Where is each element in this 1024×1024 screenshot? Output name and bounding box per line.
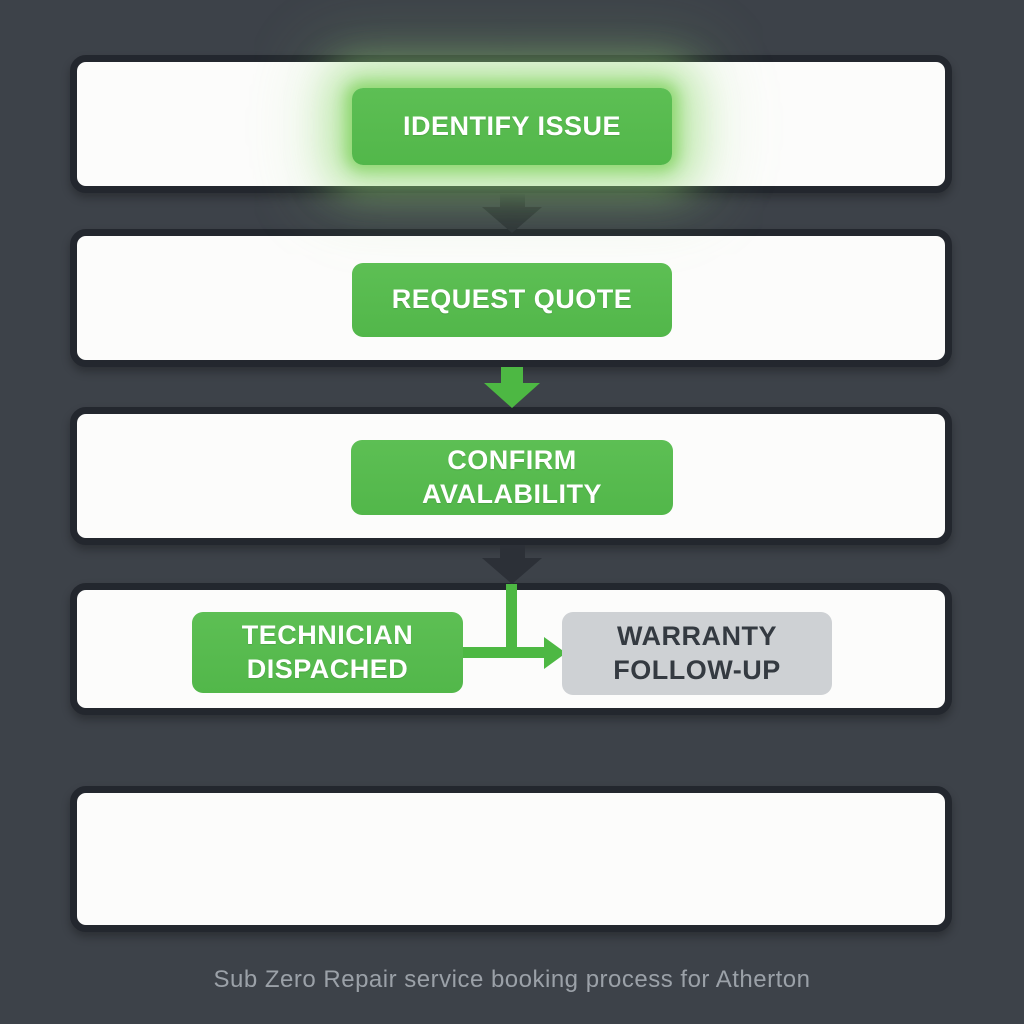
step-row-1	[70, 55, 952, 193]
diagram-caption: Sub Zero Repair service booking process …	[213, 966, 811, 993]
arrow-head	[482, 207, 542, 233]
arrow-head	[482, 558, 542, 584]
step-technician-dispatched: TECHNICIAN DISPACHED	[192, 612, 463, 693]
down-arrow-icon-green	[482, 367, 542, 408]
step-label: IDENTIFY ISSUE	[402, 110, 622, 141]
arrow-shaft	[499, 194, 525, 207]
step-request-quote: REQUEST QUOTE	[352, 263, 672, 337]
step-label: WARRANTY FOLLOW-UP	[613, 620, 781, 685]
right-arrow-head-icon	[544, 637, 566, 669]
arrow-head	[484, 383, 540, 408]
step-label: REQUEST QUOTE	[391, 284, 633, 315]
step-label: TECHNICIAN DISPACHED	[241, 619, 414, 684]
arrow-shaft	[499, 545, 525, 558]
step-label: CONFIRM AVALABILITY	[422, 444, 602, 509]
elbow-connector-horizontal	[462, 647, 544, 658]
arrow-shaft	[501, 367, 523, 383]
step-identify-issue: IDENTIFY ISSUE	[352, 88, 672, 165]
step-confirm-availability: CONFIRM AVALABILITY	[351, 440, 673, 515]
step-row-5-empty	[70, 786, 952, 932]
step-warranty-follow-up: WARRANTY FOLLOW-UP	[562, 612, 832, 695]
down-arrow-icon-dark-2	[482, 545, 542, 584]
elbow-connector-vertical	[506, 584, 517, 653]
down-arrow-icon-dark-1	[482, 194, 542, 233]
